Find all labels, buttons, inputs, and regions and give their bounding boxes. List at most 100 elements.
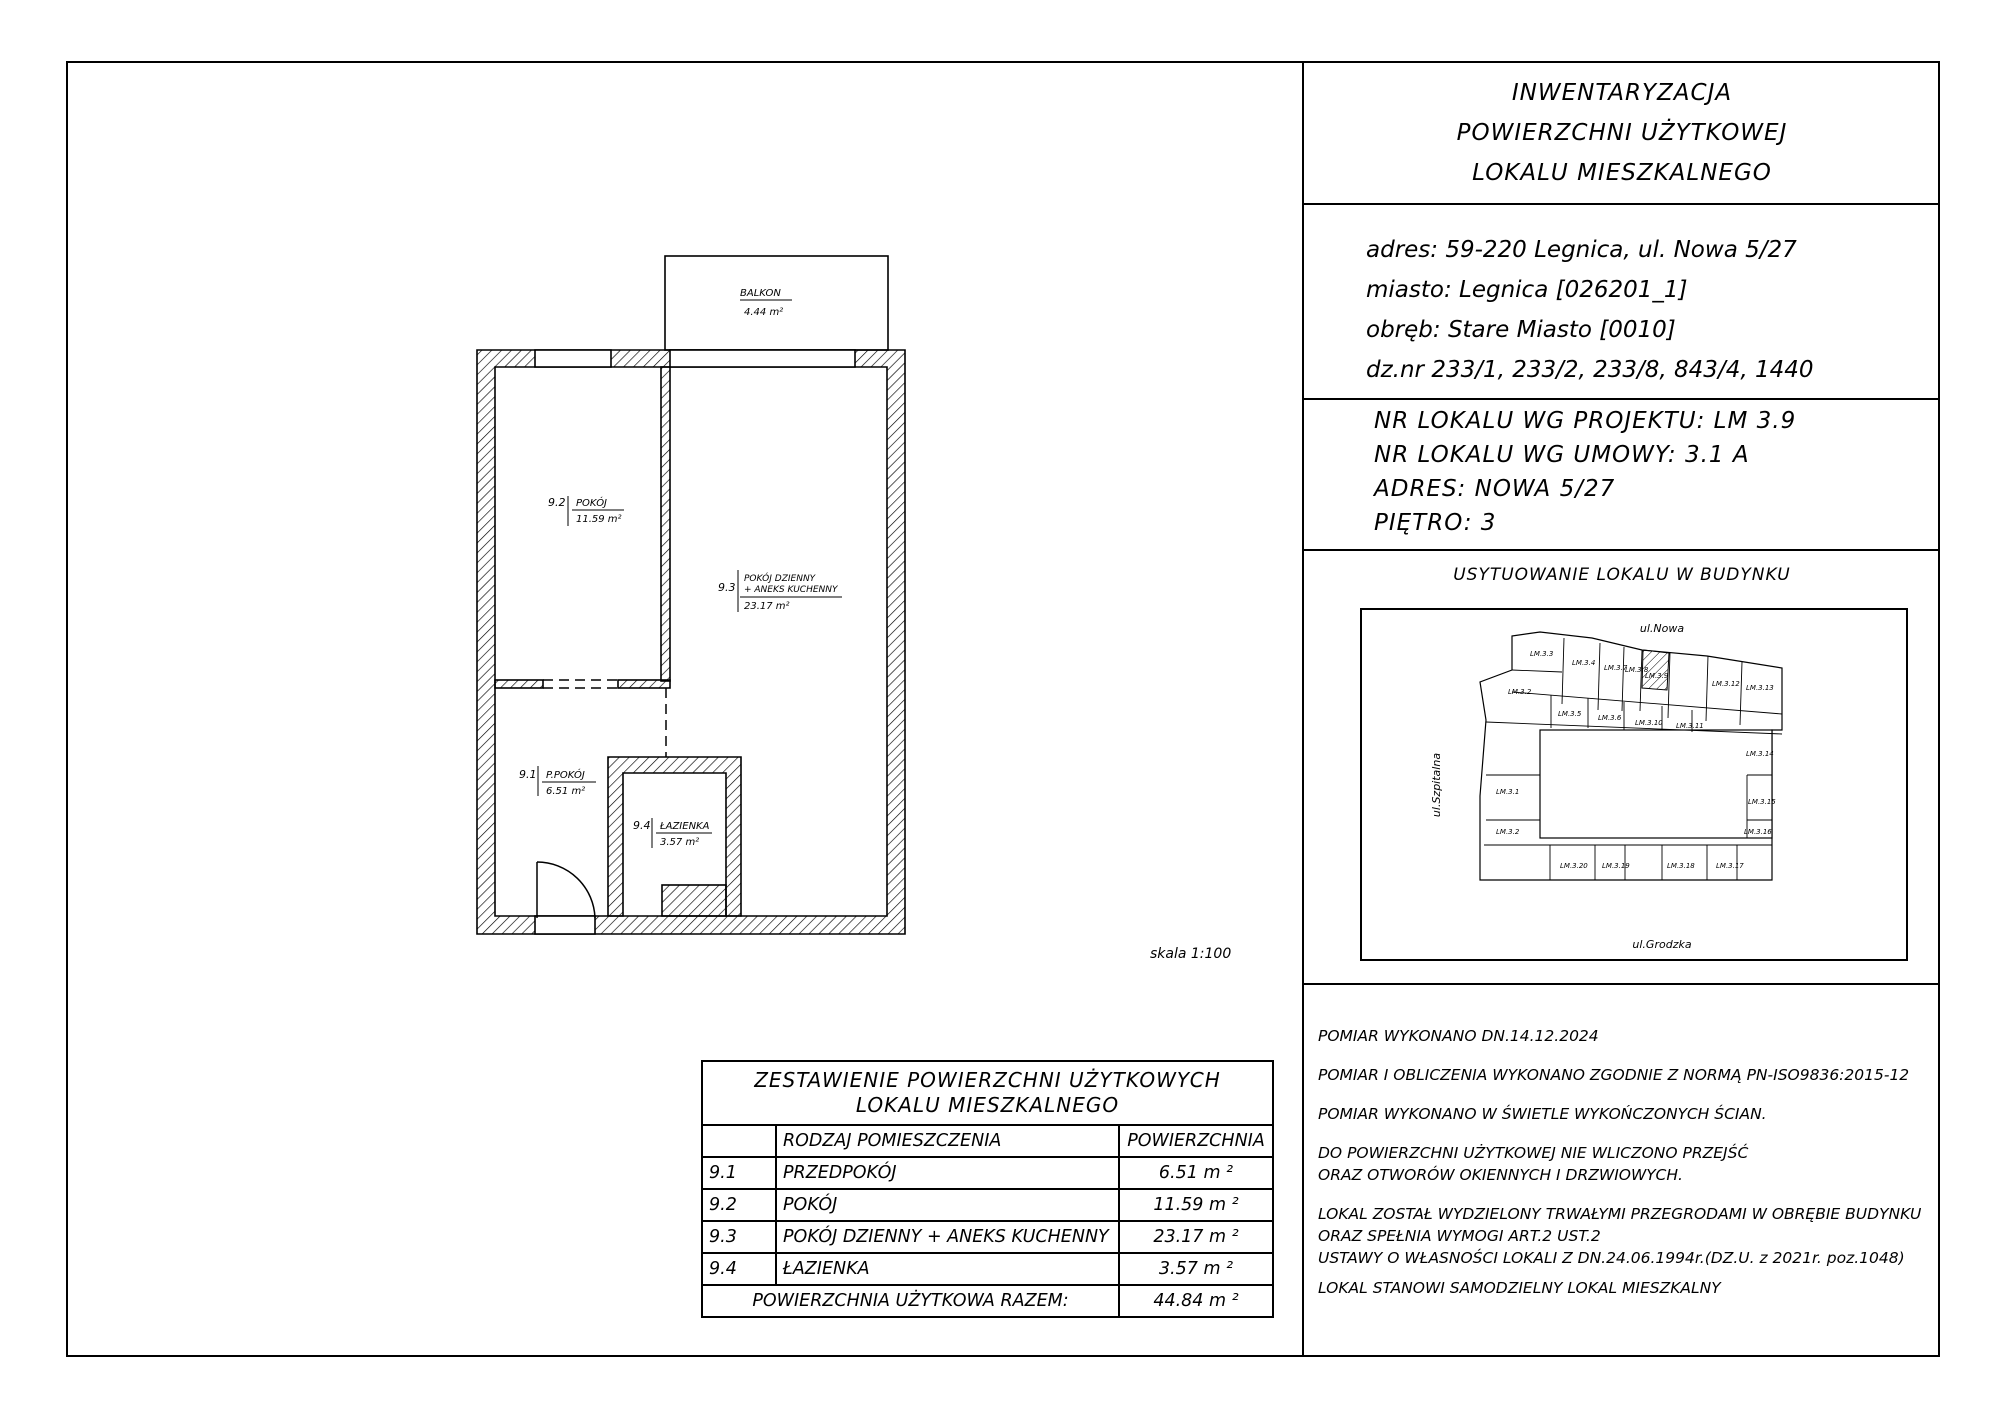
unit-label: LM.3.12	[1712, 680, 1740, 688]
room-area: 11.59 m²	[576, 514, 622, 525]
total-row: POWIERZCHNIA UŻYTKOWA RAZEM: 44.84 m ²	[701, 1284, 1274, 1318]
unit-label: LM.3.8	[1625, 666, 1649, 674]
address-block: adres: 59-220 Legnica, ul. Nowa 5/27 mia…	[1366, 230, 1813, 390]
title-line: INWENTARYZACJA	[1511, 80, 1733, 106]
unit-label: LM.3.18	[1667, 862, 1695, 870]
street-left-label: ul.Szpitalna	[1430, 753, 1443, 817]
scale-label: skala 1:100	[1150, 946, 1232, 962]
unit-info-block: NR LOKALU WG PROJEKTU: LM 3.9 NR LOKALU …	[1374, 404, 1796, 540]
room-area: 3.57 m²	[660, 837, 699, 848]
row-name: POKÓJ DZIENNY + ANEKS KUCHENNY	[775, 1220, 1120, 1254]
unit-project-no: NR LOKALU WG PROJEKTU: LM 3.9	[1374, 408, 1797, 434]
divider	[1302, 983, 1940, 985]
street-bottom-label: ul.Grodzka	[1632, 938, 1691, 951]
unit-label: LM.3.1	[1496, 788, 1519, 796]
room-name: P.POKÓJ	[546, 768, 585, 781]
row-number: 9.2	[701, 1188, 777, 1222]
unit-label: LM.3.4	[1572, 659, 1595, 667]
note-line: LOKAL STANOWI SAMODZIELNY LOKAL MIESZKAL…	[1318, 1279, 1721, 1297]
room-number: 9.3	[718, 581, 736, 594]
table-heading-line: LOKALU MIESZKALNEGO	[855, 1093, 1120, 1117]
row-area: 6.51 m ²	[1118, 1156, 1274, 1190]
room-label-9-3: 9.3 POKÓJ DZIENNY + ANEKS KUCHENNY 23.17…	[718, 570, 842, 612]
balcony-name: BALKON	[740, 288, 781, 299]
floor-plan: BALKON 4.44 m² 9.2 POKÓJ 11.59 m² 9.3 PO…	[476, 255, 906, 935]
room-label-9-2: 9.2 POKÓJ 11.59 m²	[548, 496, 624, 526]
note-line: LOKAL ZOSTAŁ WYDZIELONY TRWAŁYMI PRZEGRO…	[1318, 1205, 1922, 1223]
room-label-9-4: 9.4 ŁAZIENKA 3.57 m²	[633, 818, 712, 848]
entrance-door-opening	[534, 915, 596, 935]
unit-labels: LM.3.3 LM.3.4 LM.3.7 LM.3.8 LM.3.9 LM.3.…	[1496, 650, 1776, 870]
table-row: 9.1 PRZEDPOKÓJ 6.51 m ²	[701, 1156, 1274, 1190]
header-room-type: RODZAJ POMIESZCZENIA	[775, 1124, 1120, 1158]
balcony-outline	[664, 255, 889, 351]
unit-label: LM.3.11	[1676, 722, 1704, 730]
table-row: 9.2 POKÓJ 11.59 m ²	[701, 1188, 1274, 1222]
precinct-line: obręb: Stare Miasto [0010]	[1366, 317, 1676, 343]
table-row: 9.4 ŁAZIENKA 3.57 m ²	[701, 1252, 1274, 1286]
unit-label: LM.3.19	[1602, 862, 1630, 870]
header-cell-empty	[701, 1124, 777, 1158]
note-line: POMIAR WYKONANO DN.14.12.2024	[1318, 1027, 1599, 1045]
unit-label: LM.3.2	[1496, 828, 1520, 836]
area-summary-table: ZESTAWIENIE POWIERZCHNI UŻYTKOWYCH LOKAL…	[701, 1060, 1274, 1318]
note-line: ORAZ OTWORÓW OKIENNYCH I DRZWIOWYCH.	[1318, 1166, 1683, 1184]
building-outline	[1479, 631, 1783, 881]
table-heading: ZESTAWIENIE POWIERZCHNI UŻYTKOWYCH LOKAL…	[701, 1060, 1274, 1126]
note-line: USTAWY O WŁASNOŚCI LOKALI Z DN.24.06.199…	[1318, 1249, 1905, 1267]
unit-label: LM.3.16	[1744, 828, 1772, 836]
unit-label: LM.3.14	[1746, 750, 1774, 758]
unit-label: LM.3.2	[1508, 688, 1532, 696]
unit-label: LM.3.9	[1645, 672, 1669, 680]
unit-label: LM.3.20	[1560, 862, 1588, 870]
city-line: miasto: Legnica [026201_1]	[1366, 277, 1688, 303]
note-line: DO POWIERZCHNI UŻYTKOWEJ NIE WLICZONO PR…	[1318, 1144, 1749, 1162]
room-number: 9.1	[519, 768, 537, 781]
total-area: 44.84 m ²	[1118, 1284, 1274, 1318]
balcony-label: BALKON 4.44 m²	[740, 288, 792, 318]
location-plan-box: ul.Nowa ul.Grodzka ul.Szpitalna	[1360, 608, 1908, 961]
header-area: POWIERZCHNIA	[1118, 1124, 1274, 1158]
unit-label: LM.3.3	[1530, 650, 1553, 658]
parcels-line: dz.nr 233/1, 233/2, 233/8, 843/4, 1440	[1366, 357, 1814, 383]
row-number: 9.1	[701, 1156, 777, 1190]
table-row: 9.3 POKÓJ DZIENNY + ANEKS KUCHENNY 23.17…	[701, 1220, 1274, 1254]
door-swing	[536, 861, 596, 919]
unit-label: LM.3.13	[1746, 684, 1774, 692]
notes-block: POMIAR WYKONANO DN.14.12.2024 POMIAR I O…	[1318, 1025, 1921, 1299]
row-name: PRZEDPOKÓJ	[775, 1156, 1120, 1190]
highlighted-unit	[1641, 649, 1670, 691]
room-number: 9.4	[633, 819, 651, 832]
unit-contract-no: NR LOKALU WG UMOWY: 3.1 A	[1374, 442, 1750, 468]
row-name: ŁAZIENKA	[775, 1252, 1120, 1286]
row-number: 9.3	[701, 1220, 777, 1254]
row-area: 3.57 m ²	[1118, 1252, 1274, 1286]
unit-grid	[1484, 637, 1783, 880]
unit-address: ADRES: NOWA 5/27	[1374, 476, 1616, 502]
street-top-label: ul.Nowa	[1640, 622, 1684, 635]
row-number: 9.4	[701, 1252, 777, 1286]
unit-label: LM.3.5	[1558, 710, 1582, 718]
room-area: 6.51 m²	[546, 786, 585, 797]
balcony-area: 4.44 m²	[744, 307, 783, 318]
row-area: 23.17 m ²	[1118, 1220, 1274, 1254]
address-line: adres: 59-220 Legnica, ul. Nowa 5/27	[1366, 237, 1797, 263]
total-label: POWIERZCHNIA UŻYTKOWA RAZEM:	[701, 1284, 1120, 1318]
drawing-frame	[66, 61, 1940, 1357]
row-area: 11.59 m ²	[1118, 1188, 1274, 1222]
partition-wall	[660, 366, 671, 682]
room-label-9-1: 9.1 P.POKÓJ 6.51 m²	[519, 766, 596, 797]
unit-label: LM.3.17	[1716, 862, 1744, 870]
title-column-divider	[1302, 61, 1304, 1357]
unit-floor: PIĘTRO: 3	[1374, 510, 1497, 536]
note-line: POMIAR WYKONANO W ŚWIETLE WYKOŃCZONYCH Ś…	[1318, 1105, 1767, 1123]
title-line: POWIERZCHNI UŻYTKOWEJ	[1456, 120, 1788, 146]
location-plan-drawing: ul.Nowa ul.Grodzka ul.Szpitalna	[1430, 622, 1783, 951]
note-line: ORAZ SPEŁNIA WYMOGI ART.2 UST.2	[1318, 1227, 1601, 1245]
row-name: POKÓJ	[775, 1188, 1120, 1222]
unit-label: LM.3.15	[1748, 798, 1776, 806]
location-plan-title: USYTUOWANIE LOKALU W BUDYNKU	[1453, 565, 1791, 585]
title-block: INWENTARYZACJA POWIERZCHNI UŻYTKOWEJ LOK…	[1304, 63, 1940, 203]
room-area: 23.17 m²	[744, 601, 790, 612]
window	[669, 349, 856, 368]
